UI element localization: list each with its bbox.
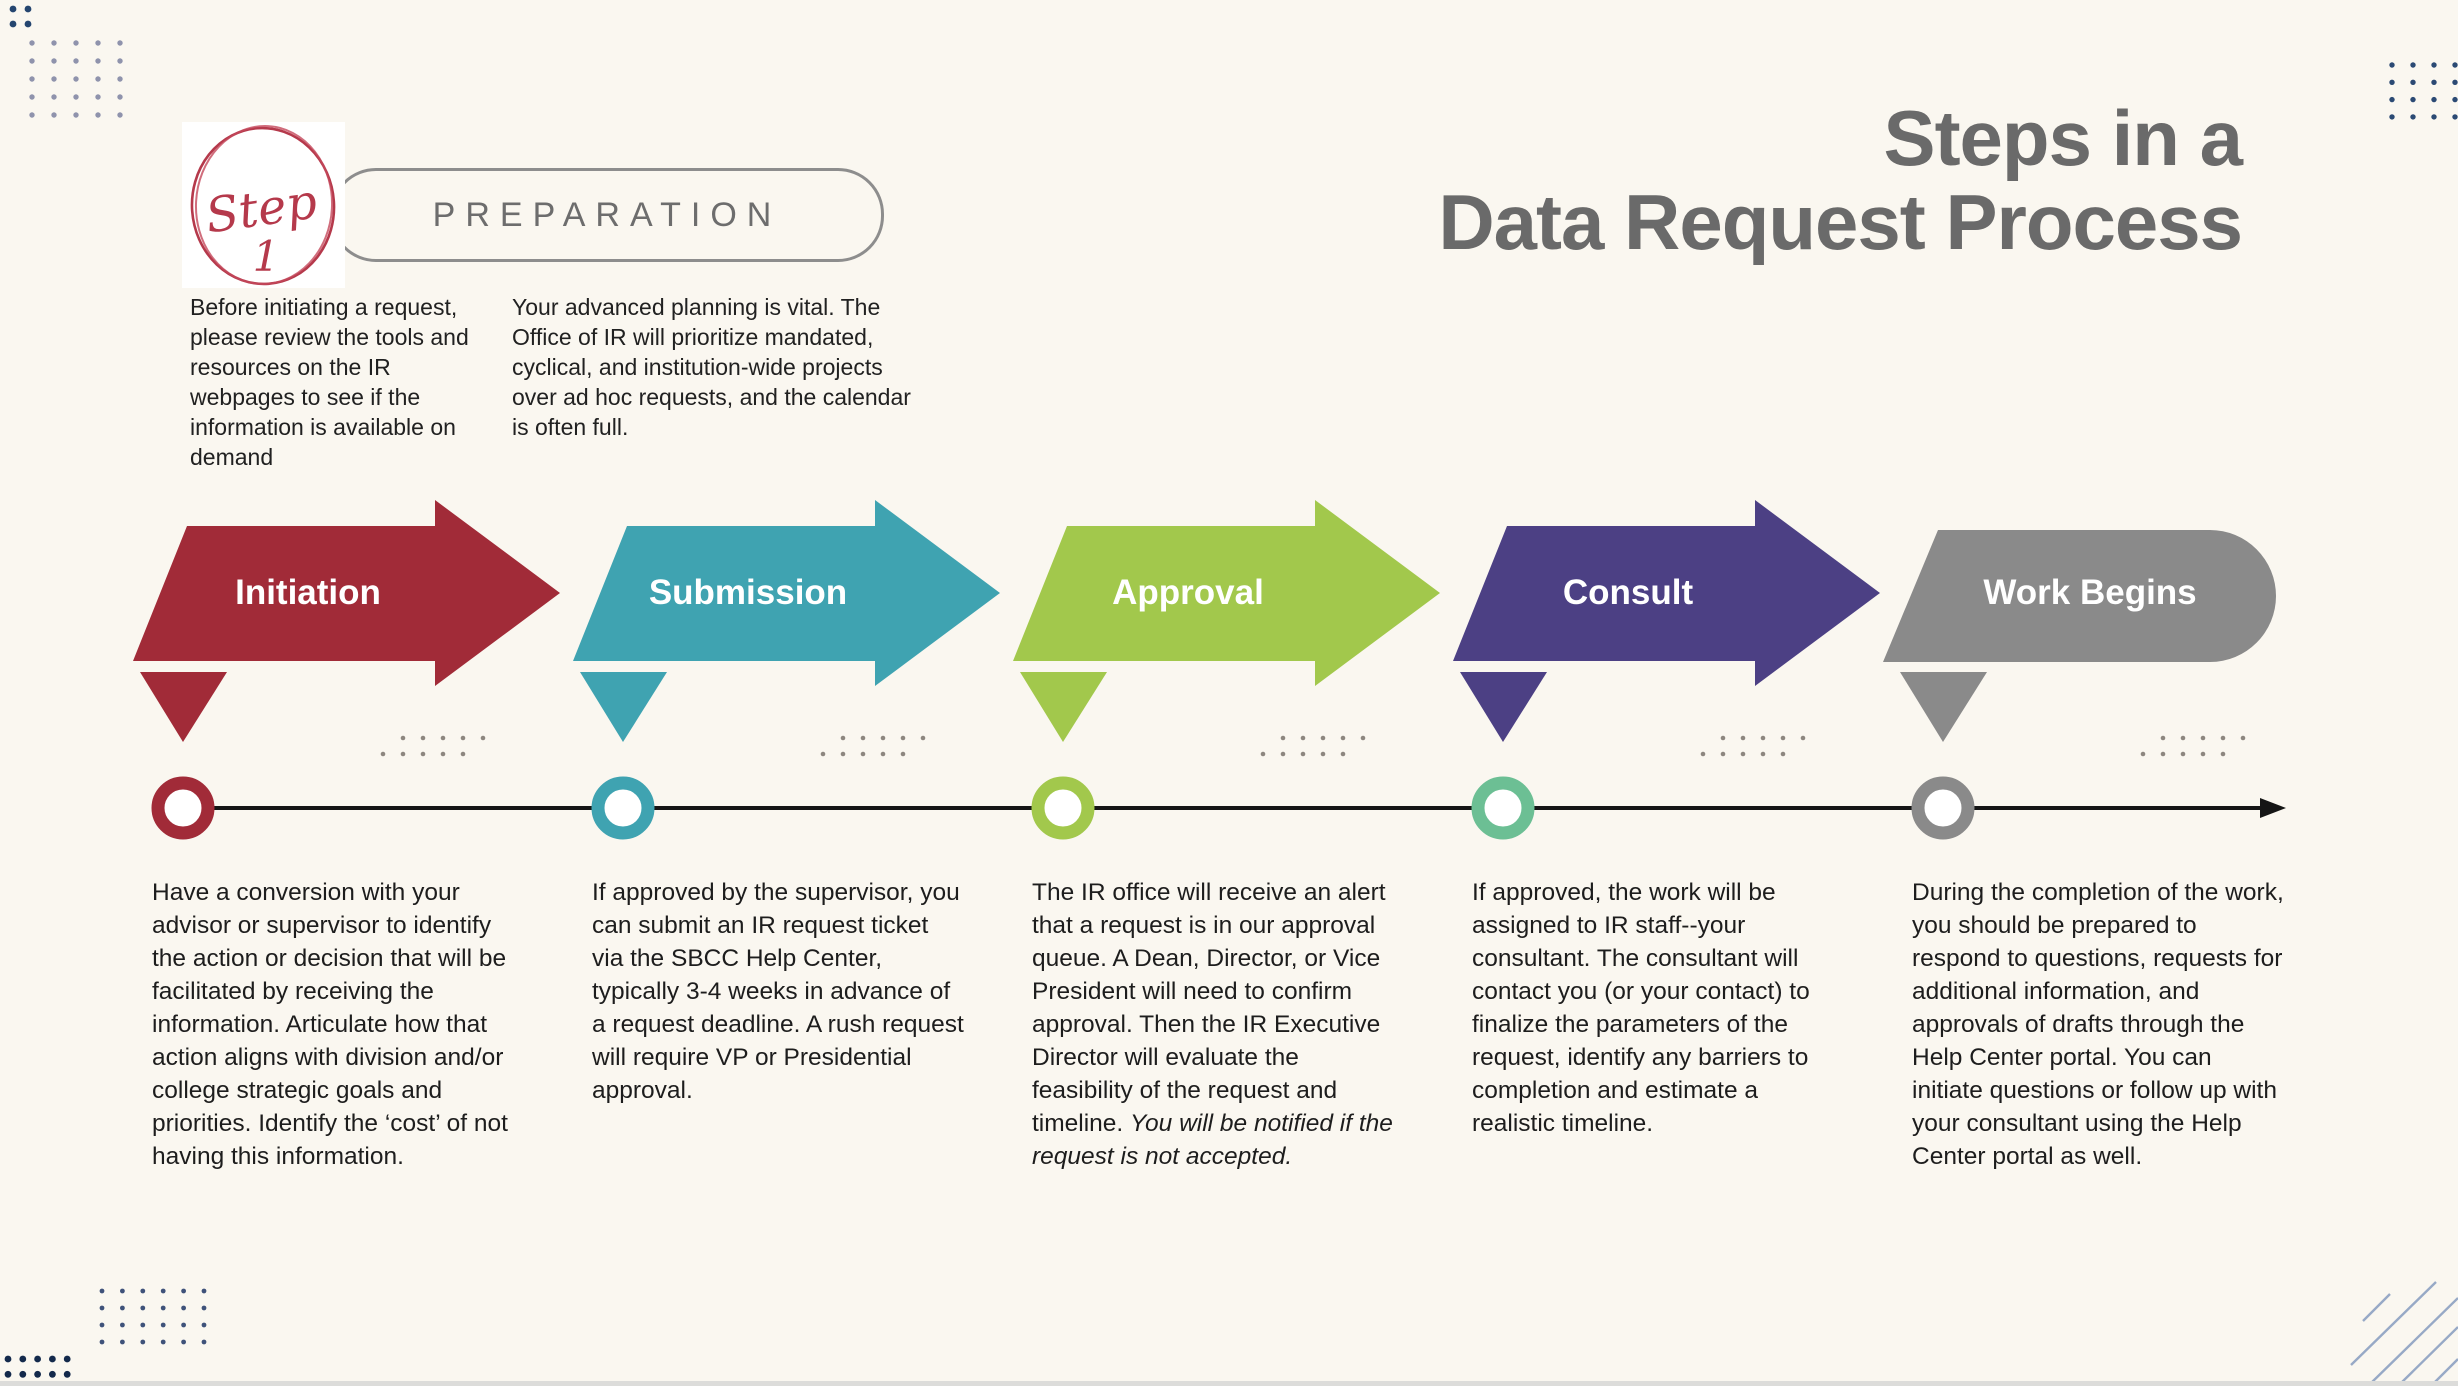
pointer-triangle-consult [1460,672,1547,742]
step-description-submission: If approved by the supervisor, you can s… [592,879,964,1104]
step-arrow-approval [1013,500,1440,686]
timeline-marker-work-begins [1911,776,1975,840]
timeline-marker-consult [1471,776,1535,840]
step-description-initiation: Have a conversion with your advisor or s… [152,879,508,1170]
arrow-shape-submission [573,500,1000,686]
category-pill-label: PREPARATION [432,195,782,234]
intro-paragraph-2: Your advanced planning is vital. The Off… [512,294,911,440]
decorative-dot-grids [4,5,2458,1378]
page-title: Steps in a Data Request Process [1438,94,2243,266]
step-label-consult: Consult [1562,573,1694,612]
step-number-badge: Step 1 [182,122,345,288]
step-description-approval-note: You will be notified if the request is n… [1032,1110,1393,1170]
pointer-triangle-initiation [140,672,227,742]
step-number: 1 [253,232,280,281]
arrow-shape-approval [1013,500,1440,686]
step-label-approval: Approval [1112,573,1264,612]
step-description-approval: The IR office will receive an alert that… [1032,876,1404,1173]
step-arrow-consult [1453,500,1880,686]
step-label-work-begins: Work Begins [1983,573,2197,612]
step-arrow-initiation [133,500,560,686]
page-title-line2: Data Request Process [1438,178,2243,266]
step-shape-work-begins [1883,530,2276,662]
timeline-arrowhead-icon [2260,798,2286,818]
step-description-consult: If approved, the work will be assigned t… [1472,879,1810,1137]
category-pill: PREPARATION [330,168,884,262]
step-description-work-begins: During the completion of the work, you s… [1912,879,2284,1170]
timeline-marker-submission [591,776,655,840]
step-description-approval-main: The IR office will receive an alert that… [1032,879,1386,1137]
corner-diagonal-lines-icon [2350,1281,2458,1386]
step-label-initiation: Initiation [235,573,381,612]
pointer-triangle-approval [1020,672,1107,742]
intro-paragraph-1: Before initiating a request, please revi… [190,294,469,470]
timeline-marker-initiation [151,776,215,840]
page-title-line1: Steps in a [1883,94,2243,182]
rounded-shape-work-begins [1883,530,2276,662]
pointer-triangle-submission [580,672,667,742]
pointer-triangle-work-begins [1900,672,1987,742]
bottom-edge-strip [0,1381,2458,1386]
step-label-submission: Submission [648,573,848,612]
timeline-marker-approval [1031,776,1095,840]
hand-drawn-circle-icon: Step 1 [190,125,336,286]
step-arrow-submission [573,500,1000,686]
arrow-shape-initiation [133,500,560,686]
arrow-shape-consult [1453,500,1880,686]
